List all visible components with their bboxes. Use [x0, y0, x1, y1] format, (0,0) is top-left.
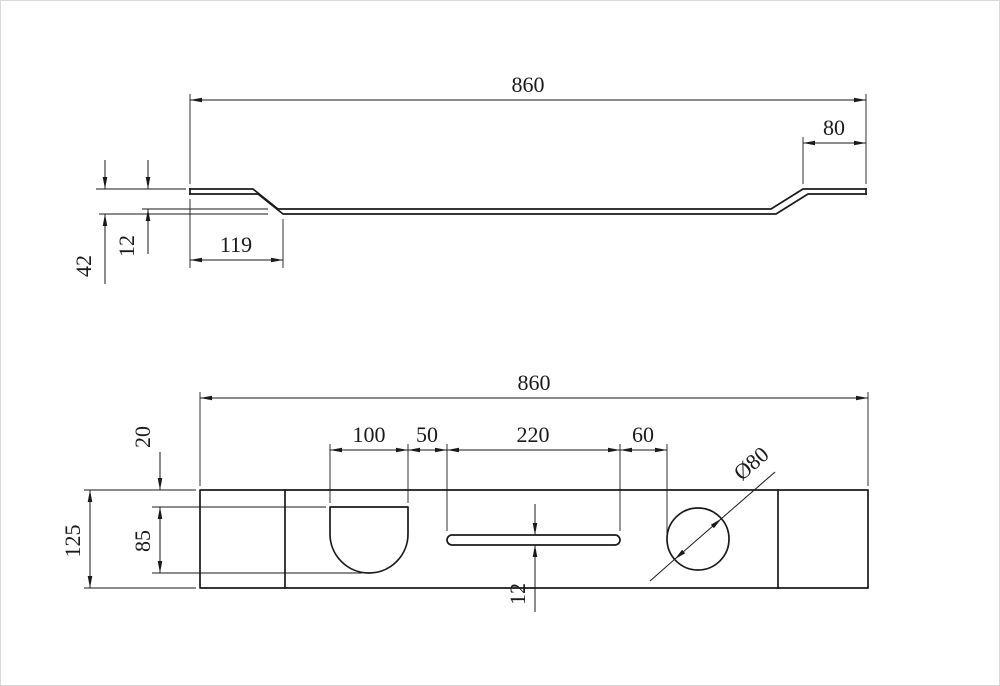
side-view: 860 80 119 12 42 — [71, 72, 867, 284]
side-dim-step-height: 12 — [114, 160, 151, 257]
plan-dim-overall-length: 860 — [200, 370, 868, 401]
plan-dim-chain: 100 50 220 60 — [330, 422, 667, 453]
plan-dim-plate-width: 125 — [60, 490, 93, 588]
side-dim-step-height-label: 12 — [114, 235, 139, 257]
side-dim-right-end: 80 — [803, 115, 866, 146]
elongated-slot — [446, 534, 621, 546]
plan-dim-slot-to-hole-label: 60 — [632, 422, 654, 447]
plan-dim-cutout-depth: 85 — [130, 507, 163, 573]
side-profile-top-surface — [189, 188, 867, 210]
plan-dim-overall-length-label: 860 — [518, 370, 551, 395]
plan-view: 860 100 50 220 60 125 20 85 12 — [60, 370, 869, 612]
side-dim-overall-height-label: 42 — [71, 255, 96, 277]
plan-dim-slot-length-label: 220 — [517, 422, 550, 447]
plan-dim-top-edge-offset-label: 20 — [130, 426, 155, 448]
plate-outline — [199, 489, 869, 589]
side-dim-left-flange: 119 — [190, 232, 283, 263]
plan-dim-top-edge-offset: 20 — [130, 426, 163, 490]
side-extension-lines — [96, 94, 867, 268]
side-dim-overall-length: 860 — [190, 72, 866, 103]
round-hole — [666, 507, 730, 571]
side-part-profile — [189, 188, 867, 215]
plan-dim-plate-width-label: 125 — [60, 525, 85, 558]
side-dim-overall-length-label: 860 — [512, 72, 545, 97]
plan-dim-cutout-depth-label: 85 — [130, 530, 155, 552]
d-shaped-cutout — [329, 506, 409, 574]
side-dim-left-flange-label: 119 — [220, 232, 252, 257]
side-dim-right-end-label: 80 — [823, 115, 845, 140]
side-dim-overall-height: 42 — [71, 160, 108, 284]
plan-dim-slot-width: 12 — [505, 504, 538, 612]
side-profile-bottom-surface — [189, 193, 867, 215]
plan-extension-lines — [84, 392, 869, 589]
plan-dim-cutout-to-slot-label: 50 — [416, 422, 438, 447]
plan-dim-slot-width-label: 12 — [505, 583, 530, 605]
plan-part-outline — [199, 489, 869, 589]
plan-dim-cutout-width-label: 100 — [353, 422, 386, 447]
